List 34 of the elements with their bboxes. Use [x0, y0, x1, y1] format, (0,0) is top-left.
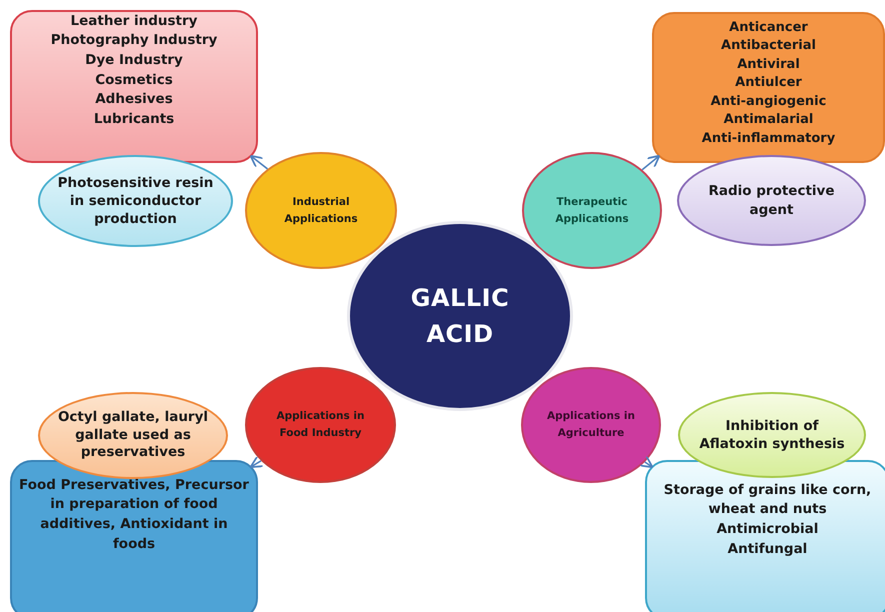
node-text: Antimalarial: [724, 111, 814, 130]
node-text: Food Preservatives, Precursor in preparation of food additives, Antioxidant in foods: [18, 476, 250, 554]
node-text: Photography Industry: [50, 31, 218, 50]
node-text: Antifungal: [728, 540, 808, 559]
node-text: Applications in Agriculture: [546, 409, 636, 441]
node-text: Dye Industry: [85, 50, 183, 70]
node-text: Anti-inflammatory: [702, 130, 836, 148]
node-text: GALLIC ACID: [410, 283, 510, 350]
node-text: Antiviral: [737, 56, 800, 74]
industry-list-box: [10, 10, 258, 163]
node-text: Antiulcer: [735, 74, 802, 92]
node-text: Anticancer: [729, 18, 808, 37]
node-text: Octyl gallate, lauryl gallate used as preservatives: [56, 409, 210, 462]
node-text: Photosensitive resin in semiconductor production: [56, 174, 214, 228]
node-text: Anti-angiogenic: [710, 92, 826, 111]
node-text: Storage of grains like corn, wheat and nuts: [662, 480, 872, 520]
node-text: Inhibition of Aflatoxin synthesis: [698, 416, 846, 454]
node-text: Adhesives: [95, 90, 173, 110]
therapeutic-list-box: [652, 12, 885, 163]
arrow: [250, 456, 264, 468]
arrow: [639, 455, 654, 468]
food-uses-box: [10, 460, 258, 612]
node-text: Cosmetics: [95, 70, 173, 90]
node-text: Industrial Applications: [283, 194, 359, 226]
node-text: Antibacterial: [721, 37, 816, 56]
node-text: Radio protective agent: [707, 182, 836, 220]
node-text: Antimicrobial: [716, 520, 818, 539]
arrow: [250, 154, 268, 170]
agriculture-uses-box: [645, 460, 885, 612]
node-text: Applications in Food Industry: [276, 409, 366, 441]
node-text: Therapeutic Applications: [554, 194, 630, 226]
node-text: Lubricants: [94, 110, 174, 129]
node-text: Leather industry: [70, 12, 198, 31]
arrow: [642, 154, 660, 170]
